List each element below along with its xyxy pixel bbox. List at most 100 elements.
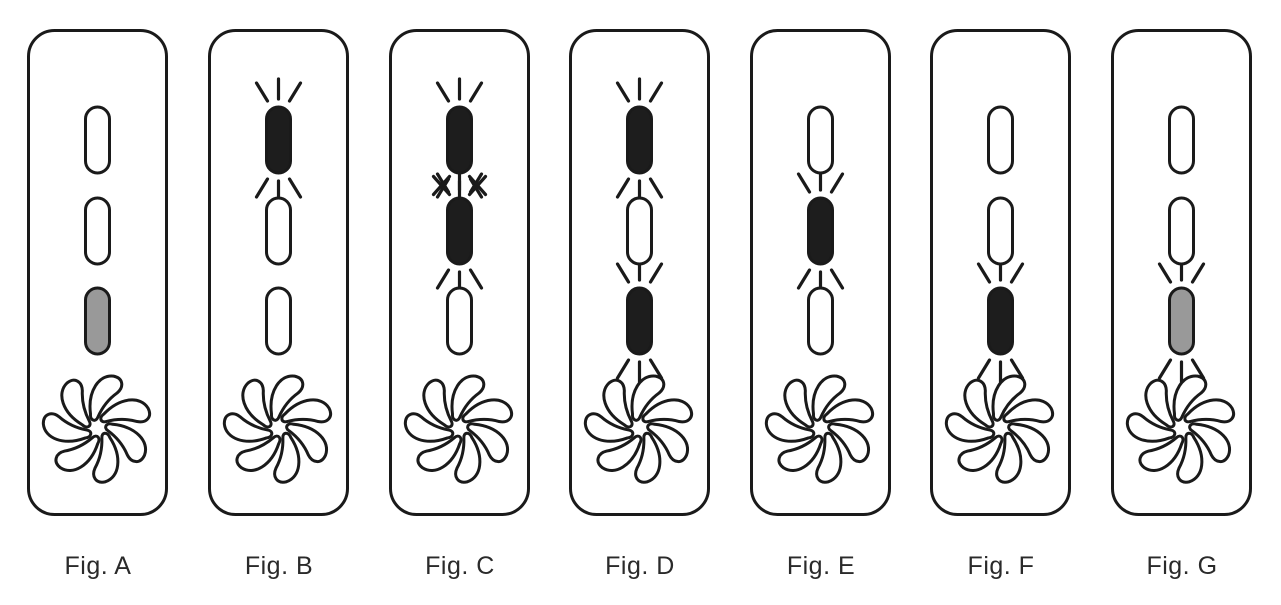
fan-blade	[602, 378, 634, 429]
fan-blade	[269, 374, 305, 422]
light-ray	[648, 358, 664, 380]
led-2-off	[626, 196, 653, 266]
overlap-ray	[431, 174, 452, 197]
light-ray	[648, 81, 664, 103]
led-2-lit	[807, 196, 834, 266]
device-illustration	[389, 29, 530, 516]
figure-caption: Fig. D	[605, 552, 675, 580]
figure-caption: Fig. C	[425, 552, 495, 580]
light-ray	[1009, 262, 1025, 284]
fan-blade	[777, 434, 824, 472]
light-ray	[648, 262, 664, 284]
fan-blade	[454, 431, 482, 484]
fan-blade	[822, 398, 875, 424]
led-3-lit	[626, 286, 653, 356]
led-3-dim	[84, 286, 111, 356]
fan-icon	[403, 374, 514, 484]
fan-blade	[764, 412, 816, 443]
light-ray	[468, 268, 484, 290]
light-ray	[468, 81, 484, 103]
light-ray	[1157, 262, 1173, 284]
fan-icon	[764, 374, 875, 484]
led-2-off	[265, 196, 292, 266]
fan-icon	[41, 374, 152, 484]
fan-blade	[222, 412, 274, 443]
fan-blade	[641, 398, 694, 424]
figure-caption: Fig. B	[244, 552, 314, 580]
fan-blade	[995, 431, 1023, 484]
fan-icon	[222, 374, 333, 484]
fan-blade	[461, 398, 514, 424]
fan-icon	[1125, 374, 1236, 484]
led-1-off	[807, 105, 834, 175]
light-ray	[287, 81, 303, 103]
led-3-off	[265, 286, 292, 356]
figure-e: Fig. E	[731, 0, 911, 605]
fan-blade	[815, 431, 843, 484]
fan-blade	[450, 374, 486, 422]
device-illustration	[208, 29, 349, 516]
fan-blade	[991, 374, 1027, 422]
light-ray	[796, 172, 812, 194]
fan-blade	[285, 422, 329, 464]
fan-blade	[280, 398, 333, 424]
fan-blade	[41, 412, 93, 443]
fan-icon	[583, 374, 694, 484]
overlap-ray	[467, 174, 488, 197]
figure-b: Fig. B	[189, 0, 369, 605]
light-ray	[648, 177, 664, 199]
light-ray	[254, 177, 270, 199]
fan-blade	[583, 412, 635, 443]
fan-blade	[811, 374, 847, 422]
device-illustration	[27, 29, 168, 516]
led-2-off	[987, 196, 1014, 266]
led-1-off	[987, 105, 1014, 175]
device-illustration	[930, 29, 1071, 516]
device-illustration	[569, 29, 710, 516]
fan-blade	[1176, 431, 1204, 484]
fan-blade	[944, 412, 996, 443]
led-1-lit	[446, 105, 473, 175]
fan-blade	[963, 378, 995, 429]
fan-blade	[1172, 374, 1208, 422]
light-ray	[976, 358, 992, 380]
led-3-off	[807, 286, 834, 356]
fan-blade	[634, 431, 662, 484]
light-ray	[287, 177, 303, 199]
figure-caption: Fig. E	[786, 552, 856, 580]
fan-blade	[99, 398, 152, 424]
led-2-off	[84, 196, 111, 266]
figure-d: Fig. D	[550, 0, 730, 605]
fan-blade	[54, 434, 101, 472]
light-ray	[615, 177, 631, 199]
fan-icon	[944, 374, 1055, 484]
fan-blade	[403, 412, 455, 443]
figure-f: Fig. F	[911, 0, 1091, 605]
fan-blade	[241, 378, 273, 429]
light-ray	[796, 268, 812, 290]
light-ray	[254, 81, 270, 103]
fan-blade	[596, 434, 643, 472]
fan-blade	[827, 422, 871, 464]
fan-blade	[630, 374, 666, 422]
light-ray	[615, 81, 631, 103]
light-ray	[615, 262, 631, 284]
light-ray	[829, 172, 845, 194]
fan-blade	[1007, 422, 1051, 464]
fan-blade	[1138, 434, 1185, 472]
led-1-lit	[265, 105, 292, 175]
fan-blade	[646, 422, 690, 464]
light-ray	[1190, 358, 1206, 380]
light-ray	[435, 268, 451, 290]
fan-blade	[92, 431, 120, 484]
fan-blade	[422, 378, 454, 429]
fan-blade	[104, 422, 148, 464]
light-ray	[1190, 262, 1206, 284]
light-ray	[976, 262, 992, 284]
led-2-off	[1168, 196, 1195, 266]
fan-blade	[1125, 412, 1177, 443]
led-2-lit	[446, 196, 473, 266]
fan-blade	[466, 422, 510, 464]
fan-blade	[783, 378, 815, 429]
